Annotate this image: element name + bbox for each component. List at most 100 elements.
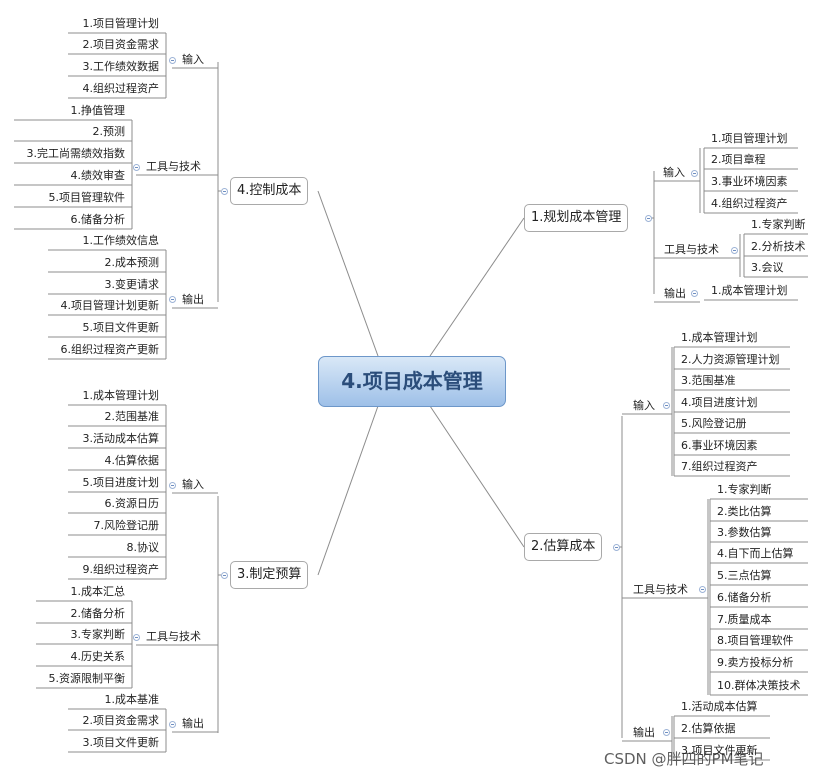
branch-plan-title[interactable]: 1.规划成本管理 (524, 204, 629, 232)
estimate-inputs-item[interactable]: 6.事业环境因素 (681, 439, 758, 452)
budget-tools-item[interactable]: 2.储备分析 (70, 607, 126, 620)
estimate-inputs-item[interactable]: 3.范围基准 (681, 374, 736, 387)
collapse-toggle-icon[interactable] (613, 544, 620, 551)
estimate-outputs-item[interactable]: 1.活动成本估算 (681, 700, 758, 713)
branch-control-title[interactable]: 4.控制成本 (230, 177, 309, 205)
control-inputs-item[interactable]: 2.项目资金需求 (82, 38, 160, 51)
budget-tools-item[interactable]: 1.成本汇总 (70, 585, 126, 598)
collapse-toggle-icon[interactable] (663, 402, 670, 409)
estimate-tools-item[interactable]: 9.卖方投标分析 (717, 656, 794, 669)
control-outputs-item[interactable]: 4.项目管理计划更新 (60, 299, 160, 312)
branch-estimate-title[interactable]: 2.估算成本 (524, 533, 603, 561)
control-outputs-item[interactable]: 5.项目文件更新 (82, 321, 160, 334)
estimate-tools-item[interactable]: 8.项目管理软件 (717, 634, 794, 647)
collapse-toggle-icon[interactable] (133, 634, 140, 641)
plan-tools-label[interactable]: 工具与技术 (664, 243, 719, 256)
budget-inputs-item[interactable]: 4.估算依据 (104, 454, 160, 467)
collapse-toggle-icon[interactable] (169, 296, 176, 303)
collapse-toggle-icon[interactable] (133, 164, 140, 171)
watermark: CSDN @胖四的PM笔记 (604, 750, 764, 768)
budget-tools-item[interactable]: 5.资源限制平衡 (48, 672, 126, 685)
collapse-toggle-icon[interactable] (221, 188, 228, 195)
central-topic[interactable]: 4.项目成本管理 (318, 356, 506, 407)
budget-inputs-item[interactable]: 3.活动成本估算 (82, 432, 160, 445)
plan-input-label[interactable]: 输入 (663, 166, 685, 179)
plan-tools-item[interactable]: 2.分析技术 (751, 240, 806, 253)
estimate-outputs-item[interactable]: 2.估算依据 (681, 722, 736, 735)
collapse-toggle-icon[interactable] (169, 721, 176, 728)
estimate-inputs-item[interactable]: 7.组织过程资产 (681, 460, 758, 473)
collapse-toggle-icon[interactable] (645, 215, 652, 222)
estimate-input-label[interactable]: 输入 (633, 399, 655, 412)
collapse-toggle-icon[interactable] (221, 572, 228, 579)
control-output-label[interactable]: 输出 (182, 293, 204, 306)
budget-outputs-item[interactable]: 3.项目文件更新 (82, 736, 160, 749)
plan-inputs-item[interactable]: 1.项目管理计划 (711, 132, 788, 145)
collapse-toggle-icon[interactable] (691, 290, 698, 297)
plan-inputs-item[interactable]: 2.项目章程 (711, 153, 766, 166)
estimate-tools-item[interactable]: 5.三点估算 (717, 569, 772, 582)
budget-inputs-item[interactable]: 5.项目进度计划 (82, 476, 160, 489)
control-inputs-item[interactable]: 4.组织过程资产 (82, 82, 160, 95)
budget-input-label[interactable]: 输入 (182, 478, 204, 491)
budget-inputs-item[interactable]: 2.范围基准 (104, 410, 160, 423)
center-to-control (317, 190, 379, 357)
control-tools-item[interactable]: 1.挣值管理 (70, 104, 126, 117)
budget-inputs-item[interactable]: 7.风险登记册 (93, 519, 160, 532)
control-tools-label[interactable]: 工具与技术 (146, 160, 201, 173)
collapse-toggle-icon[interactable] (663, 729, 670, 736)
budget-inputs-item[interactable]: 9.组织过程资产 (82, 563, 160, 576)
control-tools-item[interactable]: 4.绩效审查 (70, 169, 126, 182)
collapse-toggle-icon[interactable] (169, 482, 176, 489)
estimate-tools-item[interactable]: 10.群体决策技术 (717, 679, 801, 692)
control-inputs-item[interactable]: 3.工作绩效数据 (82, 60, 160, 73)
control-input-label[interactable]: 输入 (182, 53, 204, 66)
plan-outputs-item[interactable]: 1.成本管理计划 (711, 284, 788, 297)
control-outputs-item[interactable]: 1.工作绩效信息 (82, 234, 160, 247)
control-outputs-item[interactable]: 6.组织过程资产更新 (60, 343, 160, 356)
estimate-inputs-item[interactable]: 1.成本管理计划 (681, 331, 758, 344)
collapse-toggle-icon[interactable] (169, 57, 176, 64)
estimate-inputs-item[interactable]: 5.风险登记册 (681, 417, 747, 430)
estimate-tools-item[interactable]: 3.参数估算 (717, 526, 772, 539)
branch-budget-title[interactable]: 3.制定预算 (230, 561, 309, 589)
plan-inputs-item[interactable]: 3.事业环境因素 (711, 175, 788, 188)
plan-tools-item[interactable]: 3.会议 (751, 261, 784, 274)
estimate-tools-label[interactable]: 工具与技术 (633, 583, 688, 596)
control-tools-item[interactable]: 6.储备分析 (70, 213, 126, 226)
budget-output-label[interactable]: 输出 (182, 717, 204, 730)
budget-outputs-item[interactable]: 2.项目资金需求 (82, 714, 160, 727)
center-to-plan (429, 217, 525, 357)
collapse-toggle-icon[interactable] (731, 247, 738, 254)
budget-tools-item[interactable]: 3.专家判断 (70, 628, 126, 641)
center-to-budget (317, 405, 379, 576)
control-tools-item[interactable]: 5.项目管理软件 (48, 191, 126, 204)
estimate-tools-item[interactable]: 1.专家判断 (717, 483, 772, 496)
plan-inputs-item[interactable]: 4.组织过程资产 (711, 197, 788, 210)
estimate-tools-item[interactable]: 4.自下而上估算 (717, 547, 794, 560)
estimate-tools-item[interactable]: 7.质量成本 (717, 613, 772, 626)
control-tools-item[interactable]: 3.完工尚需绩效指数 (26, 147, 126, 160)
control-tools-item[interactable]: 2.预测 (92, 125, 126, 138)
estimate-inputs-item[interactable]: 4.项目进度计划 (681, 396, 758, 409)
estimate-outputs-item[interactable]: 3.项目文件更新 (681, 744, 758, 757)
control-inputs-item[interactable]: 1.项目管理计划 (82, 17, 160, 30)
budget-inputs-item[interactable]: 1.成本管理计划 (82, 389, 160, 402)
collapse-toggle-icon[interactable] (691, 170, 698, 177)
collapse-toggle-icon[interactable] (699, 586, 706, 593)
plan-output-label[interactable]: 输出 (664, 287, 686, 300)
estimate-output-label[interactable]: 输出 (633, 726, 655, 739)
budget-outputs-item[interactable]: 1.成本基准 (104, 693, 160, 706)
plan-tools-item[interactable]: 1.专家判断 (751, 218, 806, 231)
control-outputs-item[interactable]: 2.成本预测 (104, 256, 160, 269)
estimate-inputs-item[interactable]: 2.人力资源管理计划 (681, 353, 780, 366)
estimate-tools-item[interactable]: 2.类比估算 (717, 505, 772, 518)
budget-inputs-item[interactable]: 6.资源日历 (104, 497, 160, 510)
center-to-estimate (429, 405, 525, 548)
budget-inputs-item[interactable]: 8.协议 (126, 541, 160, 554)
estimate-tools-item[interactable]: 6.储备分析 (717, 591, 772, 604)
budget-tools-item[interactable]: 4.历史关系 (70, 650, 126, 663)
budget-tools-label[interactable]: 工具与技术 (146, 630, 201, 643)
control-outputs-item[interactable]: 3.变更请求 (104, 278, 160, 291)
